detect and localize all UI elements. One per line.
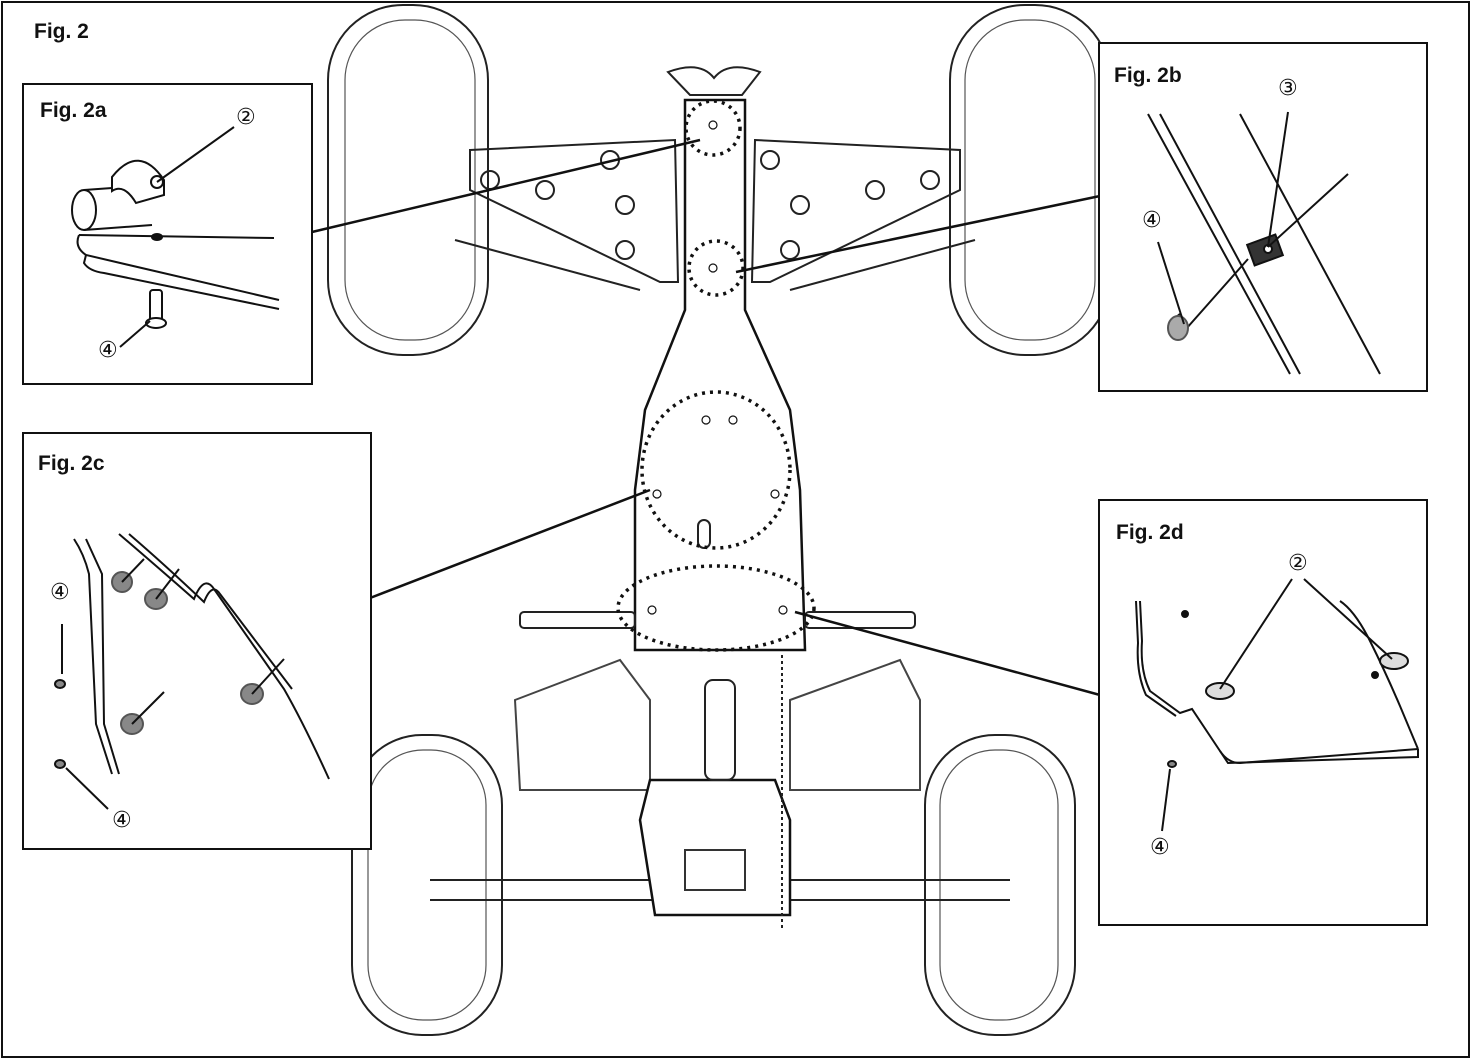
inset-fig-2d: Fig. 2d ② ④ [1098,499,1428,926]
inset-2c-title: Fig. 2c [38,452,105,475]
highlight-circles [616,99,816,652]
front-left-a-arm-guard [469,138,680,283]
inset-2a-title: Fig. 2a [40,99,107,122]
inset-2d-title: Fig. 2d [1116,521,1184,544]
inset-fig-2c: Fig. 2c ④ ④ [22,432,372,850]
inset-2b-callout-3: ③ [1278,76,1298,101]
highlight-rear [616,564,816,652]
left-footpeg [519,611,636,629]
plate-edge [76,234,280,301]
inset-2b-callout-4: ④ [1142,208,1162,233]
highlight-mid [687,239,745,297]
inset-2a-drawing [71,126,280,348]
rear-left-wheel [351,734,503,1036]
inset-2b-drawing [1147,111,1381,375]
front-right-a-arm-guard [750,138,961,283]
inset-fig-2b: Fig. 2b ③ ④ [1098,42,1428,392]
highlight-center [640,390,792,550]
inset-2d-callout-4: ④ [1150,835,1170,860]
inset-2d-callout-2: ② [1288,551,1308,576]
rear-skid-plate [638,778,792,917]
leader-lines [311,138,1101,697]
right-footpeg [804,611,916,629]
inset-2c-drawing [54,533,330,810]
front-left-wheel [327,4,489,356]
inset-2c-callout-4-bottom: ④ [112,808,132,833]
front-right-wheel [949,4,1111,356]
steering-head [666,66,762,96]
inset-2a-callout-2: ② [236,105,256,130]
inset-2c-callout-4-top: ④ [50,580,70,605]
figure-title: Fig. 2 [34,20,89,43]
inset-fig-2a: Fig. 2a ② ④ [22,83,313,385]
highlight-front [684,99,742,157]
rear-right-wheel [924,734,1076,1036]
center-skid-plate [633,98,807,652]
inset-2d-drawing [1135,578,1419,832]
inset-2a-callout-4: ④ [98,338,118,363]
atv-body [327,4,1111,1036]
inset-2b-title: Fig. 2b [1114,64,1182,87]
